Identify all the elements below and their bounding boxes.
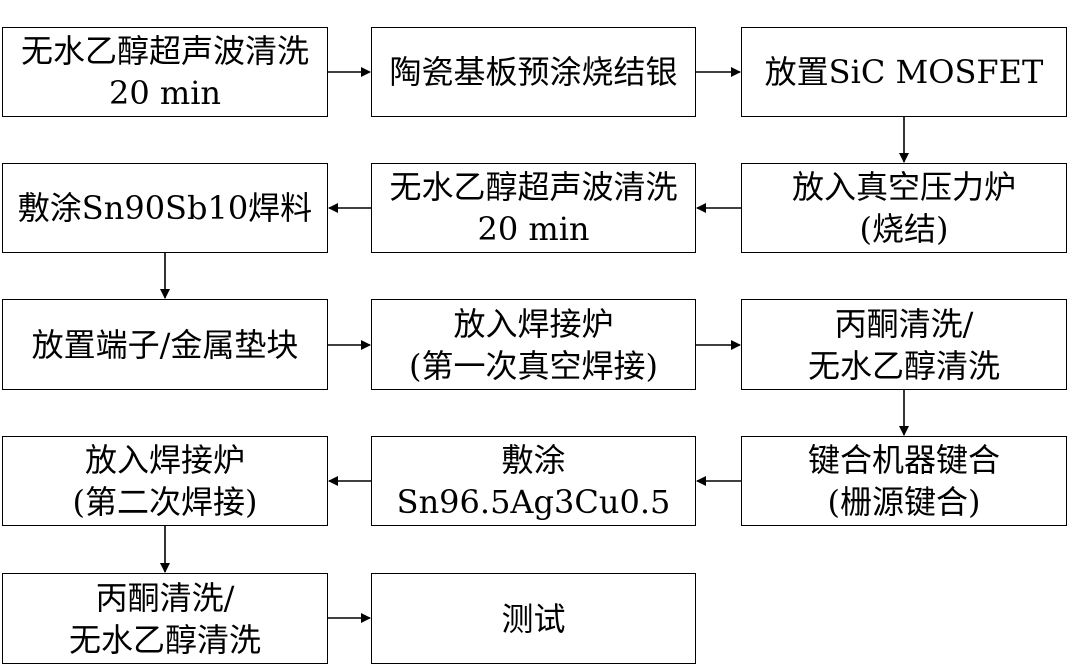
step-presinter-silver-coating: 陶瓷基板预涂烧结银 xyxy=(371,27,696,117)
step-label: 敷涂Sn90Sb10焊料 xyxy=(17,189,313,227)
step-wire-bonding: 键合机器键合 (栅源键合) xyxy=(741,436,1067,526)
step-second-soldering: 放入焊接炉 (第二次焊接) xyxy=(2,436,328,526)
step-label: 丙酮清洗/ 无水乙醇清洗 xyxy=(807,304,1000,385)
step-label: 丙酮清洗/ 无水乙醇清洗 xyxy=(68,578,261,659)
step-place-terminal-metal-pad: 放置端子/金属垫块 xyxy=(2,299,328,390)
step-place-sic-mosfet: 放置SiC MOSFET xyxy=(741,27,1067,117)
step-acetone-ethanol-cleaning-1: 丙酮清洗/ 无水乙醇清洗 xyxy=(741,299,1067,390)
step-label: 键合机器键合 (栅源键合) xyxy=(807,441,1000,521)
step-label: 放入焊接炉 (第二次焊接) xyxy=(72,441,258,521)
step-ethanol-ultrasonic-cleaning-2: 无水乙醇超声波清洗 20 min xyxy=(371,163,696,253)
step-label: 放入真空压力炉 (烧结) xyxy=(791,168,1016,248)
step-label: 放入焊接炉 (第一次真空焊接) xyxy=(409,304,658,385)
step-first-vacuum-soldering: 放入焊接炉 (第一次真空焊接) xyxy=(371,299,696,390)
step-label: 无水乙醇超声波清洗 20 min xyxy=(20,32,309,112)
step-apply-sac-solder: 敷涂Sn96.5Ag3Cu0.5 xyxy=(371,436,696,526)
step-vacuum-pressure-furnace: 放入真空压力炉 (烧结) xyxy=(741,163,1067,253)
step-test: 测试 xyxy=(371,573,696,664)
step-label: 放置端子/金属垫块 xyxy=(31,325,299,364)
step-label: 陶瓷基板预涂烧结银 xyxy=(389,53,678,91)
step-apply-sn90sb10-solder: 敷涂Sn90Sb10焊料 xyxy=(2,163,328,253)
step-acetone-ethanol-cleaning-2: 丙酮清洗/ 无水乙醇清洗 xyxy=(2,573,328,664)
step-label: 测试 xyxy=(501,599,566,638)
step-label: 无水乙醇超声波清洗 20 min xyxy=(389,168,678,248)
step-label: 放置SiC MOSFET xyxy=(764,53,1044,91)
step-ethanol-ultrasonic-cleaning-1: 无水乙醇超声波清洗 20 min xyxy=(2,27,328,117)
step-label: 敷涂Sn96.5Ag3Cu0.5 xyxy=(396,441,671,521)
